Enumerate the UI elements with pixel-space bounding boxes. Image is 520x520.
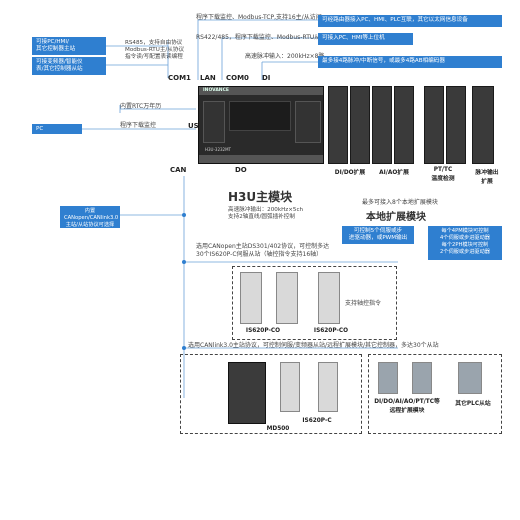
module-label-aiao: AI/AO扩展 [379, 170, 409, 176]
encoder-box: 最多接4路脉冲/中断信号，或最多4路AB相编码器 [318, 56, 502, 68]
module-label-pttc: PT/TC 温度检测 [431, 167, 455, 182]
ext-module-aiao [372, 86, 392, 164]
ext-module-pttc-2 [446, 86, 466, 164]
pulse-in-text: 高速脉冲输入：200kHz×8路 [245, 53, 325, 60]
port-com0: COM0 [226, 74, 249, 82]
is620p-c-drive-1 [280, 362, 300, 412]
plc-model: H3U-3232MT [205, 147, 231, 152]
ext-module-pulse [472, 86, 494, 164]
remote-ext-module-1 [378, 362, 398, 394]
pulse-ext-note-box: 每个4PM模块可控制 4个伺服或步进驱动器 每个2PH模块可控制 2个伺服或步进… [428, 226, 502, 260]
ext-title: 本地扩展模块 [366, 212, 426, 223]
port-do: DO [235, 166, 247, 174]
h3u-plc-unit: INOVANCE H3U-3232MT [198, 86, 324, 164]
main-spec-text: 高速脉冲输出：200kHz×5ch 支持2轴直线/圆弧插补控制 [228, 207, 304, 220]
canlink-servo-group [180, 354, 362, 434]
remote-ext-module-2 [412, 362, 432, 394]
remote-ext-label: DI/DO/AI/AO/PT/TC等 远程扩展模块 [374, 399, 440, 414]
module-label-didio: DI/DO扩展 [334, 170, 366, 176]
ext-note-text: 最多可接入8个本地扩展模块 [362, 199, 438, 206]
rs422-text: RS422/485，程序下载监控、Modbus-RTU从站 [196, 34, 327, 41]
servo-drive-1 [240, 272, 262, 324]
canopen-servo-group [232, 266, 397, 340]
servo-label-1: IS620P-CO [245, 328, 281, 334]
is620p-c-label: IS620P-C [302, 418, 332, 424]
servo-label-2: IS620P-CO [313, 328, 349, 334]
axis-cmd-text: 支持轴控指令 [345, 300, 382, 307]
usb-prog-text: 程序下载监控 [120, 122, 157, 129]
ext-module-pttc [424, 86, 444, 164]
hmi-master-box: 可接PC/HMI/ 其它控制器主站 [32, 37, 106, 55]
canlink-note-text: 选用CANlink3.0主站协议，可控制伺服/变频器从站/远程扩展模块/其它控制… [188, 342, 439, 349]
pc-box: PC [32, 124, 82, 134]
other-plc-label: 其它PLC从站 [455, 401, 491, 407]
other-plc-module [458, 362, 482, 394]
ext-module-didio [328, 86, 348, 164]
rtc-text: 内置RTC万年历 [120, 103, 162, 110]
port-usb: USB [188, 122, 205, 130]
meter-slave-box: 可接变频器/智能仪 表/其它控制器从站 [32, 57, 106, 75]
is620p-c-drive-2 [318, 362, 338, 412]
lan-top-text: 程序下载监控、Modbus-TCP,支持16主/从访问 [196, 14, 322, 21]
router-box: 可经路由器接入PC、HMI、PLC互联，其它以太网信息设备 [318, 15, 502, 27]
ext-module-aiao-2 [394, 86, 414, 164]
canopen-note-text: 选用CANopen主站DS301/402协议，可控制多达 30个IS620P-C… [196, 243, 330, 258]
md500-label: MD500 [266, 426, 290, 432]
md500-drive [228, 362, 266, 424]
servo-drive-2 [276, 272, 298, 324]
canopen-box: 内置CANopen/CANlink3.0 主站/从站协议可选择 [60, 206, 120, 228]
plc-brand: INOVANCE [203, 88, 229, 93]
rs485-text: RS485，支持自由协议 Modbus-RTU主/从协议 指令读/写配置表读编程 [125, 40, 185, 60]
port-di: DI [262, 74, 271, 82]
module-label-pulse: 脉冲输出 扩展 [475, 170, 499, 185]
port-lan: LAN [200, 74, 216, 82]
port-can: CAN [170, 166, 187, 174]
servo-drive-3 [318, 272, 340, 324]
canlink-remote-group [368, 354, 502, 434]
pwm-box: 可控制5个伺服或步 进驱动器，或PWM输出 [342, 226, 414, 244]
pc-hmi-box: 可接入PC、HMI等上位机 [318, 33, 413, 45]
main-module-title: H3U主模块 [228, 190, 293, 204]
port-com1: COM1 [168, 74, 191, 82]
ext-module-didio-2 [350, 86, 370, 164]
